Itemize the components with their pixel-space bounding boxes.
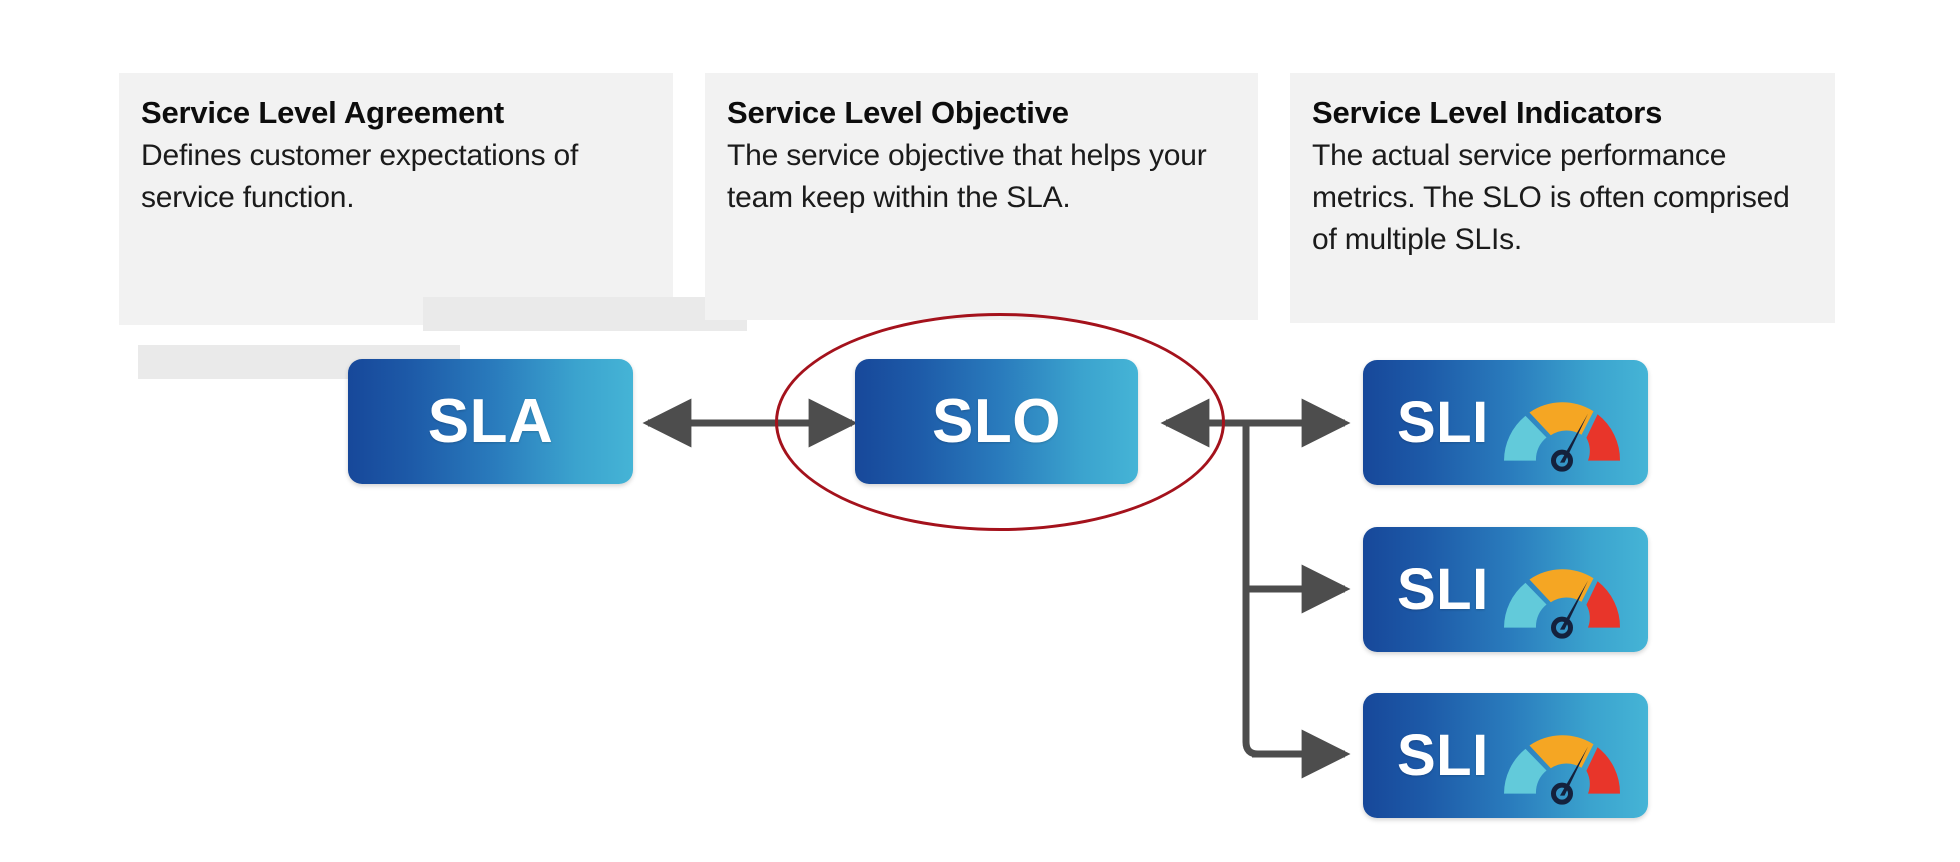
redacted-block-1 <box>423 297 747 331</box>
gauge-icon <box>1494 547 1630 639</box>
node-label-sla: SLA <box>427 386 554 456</box>
gauge-icon <box>1494 380 1630 472</box>
gauge-icon <box>1494 713 1630 805</box>
node-label-sli-2: SLI <box>1397 556 1489 622</box>
node-label-sli-1: SLI <box>1397 389 1489 455</box>
card-title-slo: Service Level Objective <box>727 95 1069 130</box>
node-label-sli-3: SLI <box>1397 722 1489 788</box>
definition-card-sli: Service Level Indicators The actual serv… <box>1290 73 1835 323</box>
card-body-sla: Defines customer expectations of service… <box>141 139 579 214</box>
card-body-sli: The actual service performance metrics. … <box>1312 139 1790 256</box>
card-body-slo: The service objective that helps your te… <box>727 139 1207 214</box>
node-sli-1[interactable]: SLI <box>1363 360 1648 485</box>
card-title-sla: Service Level Agreement <box>141 95 504 130</box>
connector-slo-sli-trunk <box>1242 398 1351 779</box>
node-sli-3[interactable]: SLI <box>1363 693 1648 818</box>
node-sli-2[interactable]: SLI <box>1363 527 1648 652</box>
card-title-sli: Service Level Indicators <box>1312 95 1663 130</box>
node-sla[interactable]: SLA <box>348 359 633 484</box>
definition-card-slo: Service Level Objective The service obje… <box>705 73 1258 320</box>
slo-highlight-ellipse <box>775 313 1225 531</box>
